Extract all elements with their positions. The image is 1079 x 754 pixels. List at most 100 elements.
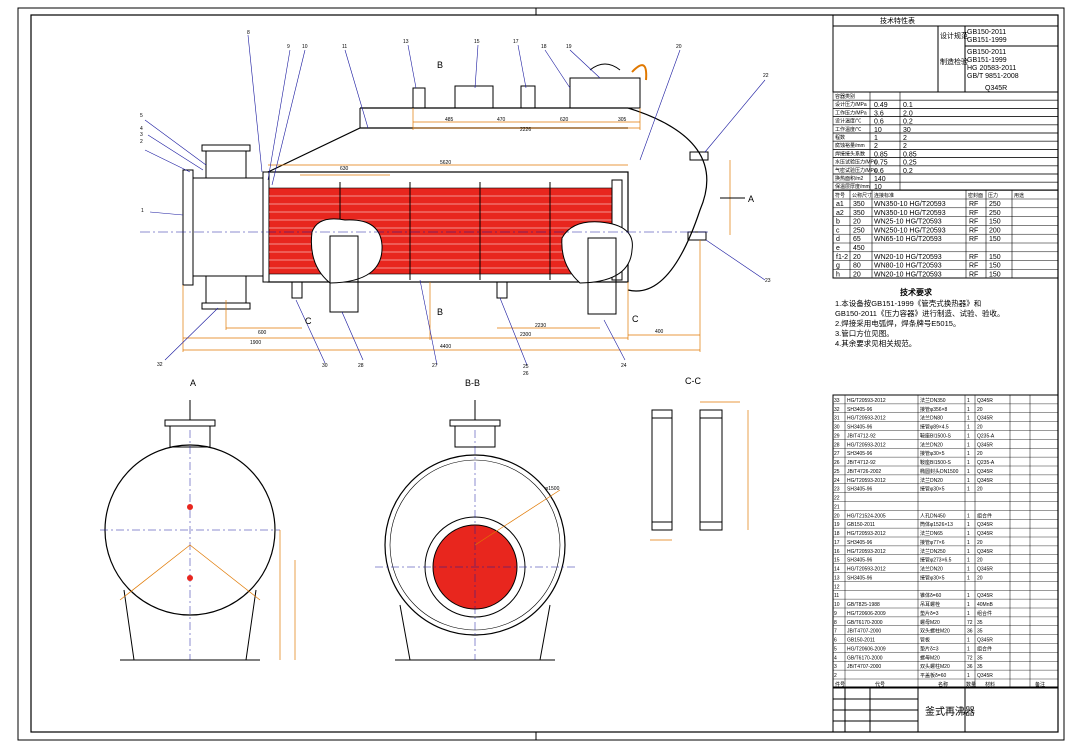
part-material: 20 xyxy=(977,487,983,493)
tech-note-line: 1.本设备按GB151-1999《管壳式换热器》和 xyxy=(835,298,981,308)
part-name: 法兰DN65 xyxy=(920,530,943,537)
tech-row-label: 腐蚀裕量/mm xyxy=(835,142,865,149)
part-no: 5 xyxy=(834,646,837,652)
nozzle-face: RF xyxy=(969,219,978,226)
nozzle-mark: a1 xyxy=(836,201,844,208)
part-qty: 1 xyxy=(967,593,970,599)
callout-26: 26 xyxy=(523,371,529,377)
part-qty: 1 xyxy=(967,398,970,404)
part-no: 3 xyxy=(834,664,837,670)
part-std: HG/T20593-2012 xyxy=(847,478,886,484)
dim-2300: 2300 xyxy=(520,332,531,338)
part-material: 20 xyxy=(977,575,983,581)
nozzle-mark: c xyxy=(836,227,840,234)
callout-13: 13 xyxy=(403,39,409,45)
nozzle-size: 350 xyxy=(853,210,865,217)
nozzle-mark: d xyxy=(836,236,840,243)
part-no: 10 xyxy=(834,602,840,608)
part-material: Q345R xyxy=(977,638,993,644)
part-name: 法兰DN20 xyxy=(920,441,943,448)
nozzle-header: 用途 xyxy=(1014,192,1024,199)
part-material: Q345R xyxy=(977,469,993,475)
tech-row-tube: 0.2 xyxy=(903,168,913,175)
nozzle-rating: 250 xyxy=(989,210,1001,217)
nozzle-size: 20 xyxy=(853,254,861,261)
nozzle-std: WN65-10 HG/T20593 xyxy=(874,236,942,243)
tech-row-shell: 0.49 xyxy=(874,102,888,109)
callout-2: 2 xyxy=(140,139,143,145)
tech-note-line: 3.管口方位见图。 xyxy=(835,328,894,338)
parts-footer-no: 件号 xyxy=(835,681,845,688)
part-std: GB/T825-1988 xyxy=(847,602,880,608)
part-name: 法兰DN20 xyxy=(920,477,943,484)
nozzle-header: 连接标准 xyxy=(874,192,894,199)
part-name: 接管φ30×5 xyxy=(920,574,945,581)
part-material: 35 xyxy=(977,620,983,626)
mfg-std-1: GB150-2011 xyxy=(967,49,1006,56)
section-b-top: B xyxy=(437,60,443,70)
part-qty: 1 xyxy=(967,558,970,564)
nozzle-face: RF xyxy=(969,236,978,243)
nozzle-std: WN350-10 HG/T20593 xyxy=(874,210,946,217)
part-qty: 1 xyxy=(967,567,970,573)
nozzle-size: 450 xyxy=(853,245,865,252)
part-no: 29 xyxy=(834,433,840,439)
part-qty: 1 xyxy=(967,469,970,475)
tech-row-tube: 2 xyxy=(903,135,907,142)
section-c-left: C xyxy=(305,316,312,326)
view-cc-title: C-C xyxy=(685,376,701,386)
part-material: Q345R xyxy=(977,549,993,555)
part-qty: 1 xyxy=(967,478,970,484)
part-qty: 1 xyxy=(967,513,970,519)
part-qty: 1 xyxy=(967,673,970,679)
part-no: 2 xyxy=(834,673,837,679)
part-qty: 1 xyxy=(967,425,970,431)
part-qty: 1 xyxy=(967,442,970,448)
tech-row-label: 工作压力/MPa xyxy=(835,109,867,116)
part-material: 20 xyxy=(977,425,983,431)
part-std: SH3405-96 xyxy=(847,540,873,546)
part-qty: 1 xyxy=(967,575,970,581)
part-no: 20 xyxy=(834,513,840,519)
dim-485: 485 xyxy=(445,117,454,123)
callout-25: 25 xyxy=(523,364,529,370)
nozzle-std: WN350-10 HG/T20593 xyxy=(874,201,946,208)
part-std: HG/T20593-2012 xyxy=(847,398,886,404)
part-std: GB/T6170-2000 xyxy=(847,655,883,661)
nozzle-header: 密封面 xyxy=(968,192,983,199)
tech-row-shell: 140 xyxy=(874,176,886,183)
tech-row-tube: 0.1 xyxy=(903,102,913,109)
part-std: JB/T4712-92 xyxy=(847,433,876,439)
tech-row-shell: 0.75 xyxy=(874,160,888,167)
part-std: SH3405-96 xyxy=(847,558,873,564)
nozzle-size: 80 xyxy=(853,263,861,270)
nozzle-size: 250 xyxy=(853,227,865,234)
part-std: GB/T6170-2000 xyxy=(847,620,883,626)
nozzle-face: RF xyxy=(969,210,978,217)
nozzle-std: WN250-10 HG/T20593 xyxy=(874,227,946,234)
part-name: 法兰DN250 xyxy=(920,548,946,555)
part-material: Q345R xyxy=(977,531,993,537)
part-name: 接管φ273×6.5 xyxy=(920,557,952,564)
part-qty: 1 xyxy=(967,602,970,608)
part-name: 双头螺柱M20 xyxy=(920,663,950,670)
view-a-title: A xyxy=(190,378,196,388)
part-std: HG/T20593-2012 xyxy=(847,442,886,448)
part-no: 21 xyxy=(834,504,840,510)
mfg-std-label: 制造检验 xyxy=(940,57,968,66)
nozzle-size: 350 xyxy=(853,201,865,208)
tech-row-label: 换热面积/m2 xyxy=(835,175,864,182)
dim-630: 630 xyxy=(340,166,349,172)
nozzle-rating: 250 xyxy=(989,201,1001,208)
callout-3: 3 xyxy=(140,132,143,138)
view-cc: C-C xyxy=(650,376,749,541)
tech-row-shell: 0.6 xyxy=(874,119,884,126)
nozzle-rating: 150 xyxy=(989,219,1001,226)
part-name: 接管φ30×5 xyxy=(920,486,945,493)
part-std: JB/T4707-2000 xyxy=(847,629,881,635)
part-material: Q235-A xyxy=(977,433,995,439)
part-no: 32 xyxy=(834,407,840,413)
part-std: HG/T20606-2009 xyxy=(847,611,886,617)
part-std: JB/T4712-92 xyxy=(847,460,876,466)
